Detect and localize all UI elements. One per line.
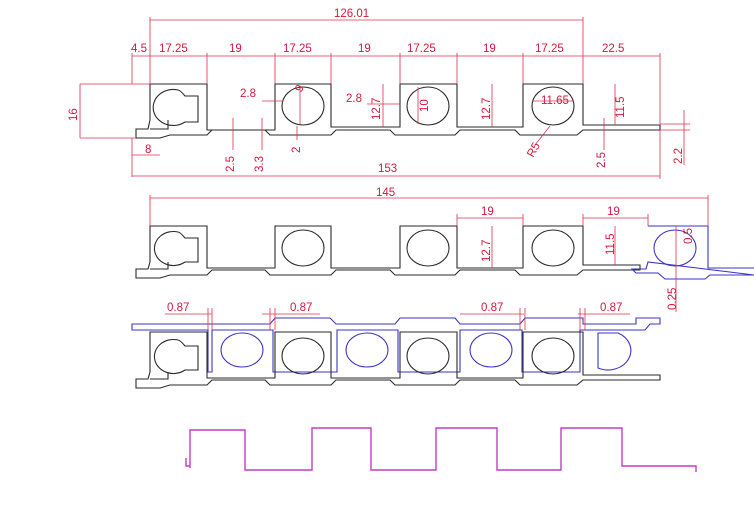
dim-11-5-b: 11.5 [605, 233, 617, 255]
dim-126-01: 126.01 [334, 8, 369, 20]
dim-span-6: 19 [483, 43, 496, 55]
lower-hole-4 [531, 337, 575, 375]
dim-2: 2 [291, 147, 303, 153]
hole-2-4 [531, 229, 575, 267]
dim-0-25: 0.25 [667, 288, 679, 310]
profile-inner-step-2 [150, 262, 169, 270]
dim-span-5: 17.25 [407, 43, 436, 55]
connector-strip [185, 427, 697, 472]
dim-8: 8 [145, 144, 151, 156]
lower-hole-2 [281, 337, 325, 375]
dimensions-view-3: 0.87 0.87 0.87 0.87 [165, 302, 630, 330]
overlay-hole [653, 229, 697, 267]
hole-2 [281, 86, 325, 126]
dim-10: 10 [419, 99, 431, 112]
dim-2-5-a: 2.5 [225, 156, 237, 172]
dim-12-7-c: 12.7 [481, 240, 493, 262]
profile-view-2 [135, 225, 641, 279]
upper-hole-2 [345, 332, 389, 368]
dim-gap-1: 0.87 [167, 302, 189, 314]
dim-span-2: 19 [229, 43, 242, 55]
profile-outline-2 [135, 225, 641, 279]
dim-12-7-a: 12.7 [371, 98, 383, 120]
profile-view-3 [135, 331, 661, 389]
hole-3 [406, 86, 450, 126]
dim-2-2: 2.2 [673, 148, 685, 164]
dimensions-view-2: 145 19 19 12.7 11.5 0.5 0.25 [149, 187, 709, 312]
profile-view-3-overlay [131, 317, 661, 373]
upper-hole-3 [469, 332, 513, 368]
hole-1 [152, 88, 199, 126]
dim-12-7-b: 12.7 [481, 98, 493, 120]
upper-hole-1 [220, 332, 264, 368]
dim-span-1: 17.25 [159, 43, 188, 55]
hole-2-1 [153, 230, 199, 266]
dimensions-view-1: 126.01 4.5 17.25 19 17.25 19 17.25 19 17… [68, 8, 690, 179]
dim-gap-3: 0.87 [481, 302, 503, 314]
upper-profile-outline [131, 317, 661, 373]
dim-gap-4: 0.87 [600, 302, 622, 314]
profile-outline [135, 83, 661, 139]
profile-inner-step [150, 120, 169, 130]
dim-span-8: 22.5 [602, 43, 624, 55]
lower-hole-3 [406, 337, 450, 375]
hole-2-3 [406, 229, 450, 267]
hole-4 [531, 86, 575, 126]
overlay-outline [630, 225, 754, 280]
dim-19-b: 19 [607, 206, 620, 218]
dim-height-16: 16 [68, 108, 80, 121]
dim-3-3: 3.3 [254, 156, 266, 172]
dim-153: 153 [378, 163, 397, 175]
dim-11-65: 11.65 [541, 95, 569, 107]
dim-2-5-b: 2.5 [596, 152, 608, 168]
dim-span-7: 17.25 [535, 43, 564, 55]
dim-gap-2: 0.87 [290, 302, 312, 314]
dim-19-a: 19 [481, 206, 494, 218]
lower-hole-1 [153, 338, 199, 374]
profile-view-1 [135, 83, 661, 139]
connector-foot [185, 458, 190, 467]
dim-2-8-b: 2.8 [346, 93, 362, 105]
dim-2-8-a: 2.8 [240, 88, 256, 100]
connector-outline [189, 427, 697, 472]
lower-inner-step [150, 372, 169, 380]
upper-hole-4 [597, 332, 632, 371]
dim-r5: R5 [525, 141, 543, 160]
dim-span-3: 17.25 [283, 43, 312, 55]
dim-9: 9 [293, 83, 307, 95]
dim-145: 145 [376, 187, 395, 199]
lower-profile-outline [135, 331, 661, 389]
hole-2-2 [281, 229, 325, 267]
profile-view-2-overlay [630, 225, 754, 280]
dim-11-5: 11.5 [615, 96, 627, 118]
dim-0-5: 0.5 [683, 228, 695, 244]
dim-span-0: 4.5 [131, 43, 147, 55]
dim-span-4: 19 [358, 43, 371, 55]
